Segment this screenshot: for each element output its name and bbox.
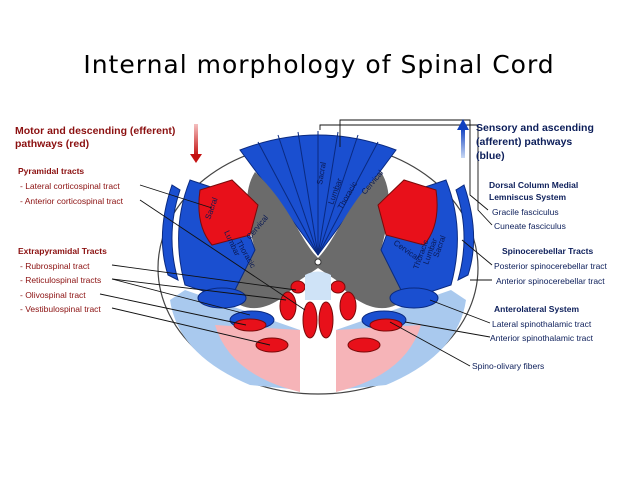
label-cuneate: Cuneate fasciculus xyxy=(494,221,566,231)
leader-ant-st xyxy=(404,321,491,338)
anterior-corticospinal-left xyxy=(302,301,318,339)
sensory-header-2: (afferent) pathways xyxy=(476,136,573,148)
leader-rubro xyxy=(111,264,297,291)
label-rubrospinal: - Rubrospinal tract xyxy=(20,261,90,271)
up-arrow-icon xyxy=(457,119,469,158)
page-title: Internal morphology of Spinal Cord xyxy=(83,50,555,79)
label-vestibulospinal: - Vestibulospinal tract xyxy=(20,304,101,314)
central-canal xyxy=(314,258,322,266)
leader-post-sc xyxy=(461,239,493,266)
label-anterior-corticospinal: - Anterior corticospinal tract xyxy=(20,196,123,206)
vestibulospinal-left xyxy=(255,337,289,353)
dorsal-column-header-2: Lemniscus System xyxy=(489,192,567,202)
label-lateral-spinothalamic: Lateral spinothalamic tract xyxy=(492,319,592,329)
olivospinal-right xyxy=(369,318,403,332)
leader-ant-cs xyxy=(139,199,306,311)
leader-reticulo-1 xyxy=(111,278,287,301)
sensory-header: Sensory and ascending xyxy=(476,122,594,134)
leader-gracile xyxy=(339,119,489,211)
label-gracile: Gracile fasciculus xyxy=(492,207,559,217)
leader-spino-olivary xyxy=(389,321,471,367)
leader-cuneate xyxy=(319,124,493,226)
rubrospinal-right xyxy=(330,280,346,294)
label-anterior-spinocerebellar: Anterior spinocerebellar tract xyxy=(496,276,605,286)
lateral-corticospinal-right xyxy=(377,179,438,246)
leader-vestibulo xyxy=(111,307,271,346)
spinocerebellar-header: Spinocerebellar Tracts xyxy=(502,246,594,256)
anterior-corticospinal-right xyxy=(318,301,334,339)
spinothalamic-right xyxy=(389,287,439,309)
label-reticulospinal: - Reticulospinal tracts xyxy=(20,275,102,285)
anterior-commissure xyxy=(305,271,331,300)
pyramidal-header: Pyramidal tracts xyxy=(18,166,85,176)
leader-reticulo-2 xyxy=(111,278,251,316)
label-lateral-corticospinal: - Lateral corticospinal tract xyxy=(20,181,120,191)
label-anterior-spinothalamic: Anterior spinothalamic tract xyxy=(490,333,593,343)
rubrospinal-left xyxy=(290,280,306,294)
leader-lat-st xyxy=(429,299,491,324)
dorsal-column-header: Dorsal Column Medial xyxy=(489,180,579,190)
leader-lat-cs xyxy=(139,184,213,209)
sensory-header-3: (blue) xyxy=(476,150,505,162)
motor-header-2: pathways (red) xyxy=(15,138,90,150)
label-posterior-spinocerebellar: Posterior spinocerebellar tract xyxy=(494,261,607,271)
vestibulospinal-right xyxy=(347,337,381,353)
lateral-corticospinal-left xyxy=(198,179,259,246)
leader-olivo xyxy=(99,293,247,326)
reticulospinal-left xyxy=(279,291,297,321)
gray-matter xyxy=(233,172,403,309)
down-arrow-icon xyxy=(190,124,202,163)
anterolateral-header: Anterolateral System xyxy=(494,304,580,314)
spinocerebellar-left xyxy=(161,184,181,281)
label-spino-olivary: Spino-olivary fibers xyxy=(472,361,545,371)
spinothalamic-left xyxy=(197,287,247,309)
reticulospinal-right xyxy=(339,291,357,321)
motor-header: Motor and descending (efferent) xyxy=(15,125,176,137)
spinocerebellar-right xyxy=(455,184,475,281)
label-olivospinal: - Olivospinal tract xyxy=(20,290,86,300)
olivospinal-left xyxy=(233,318,267,332)
segment-sacral: Sacral xyxy=(315,161,328,185)
extrapyramidal-header: Extrapyramidal Tracts xyxy=(18,246,107,256)
